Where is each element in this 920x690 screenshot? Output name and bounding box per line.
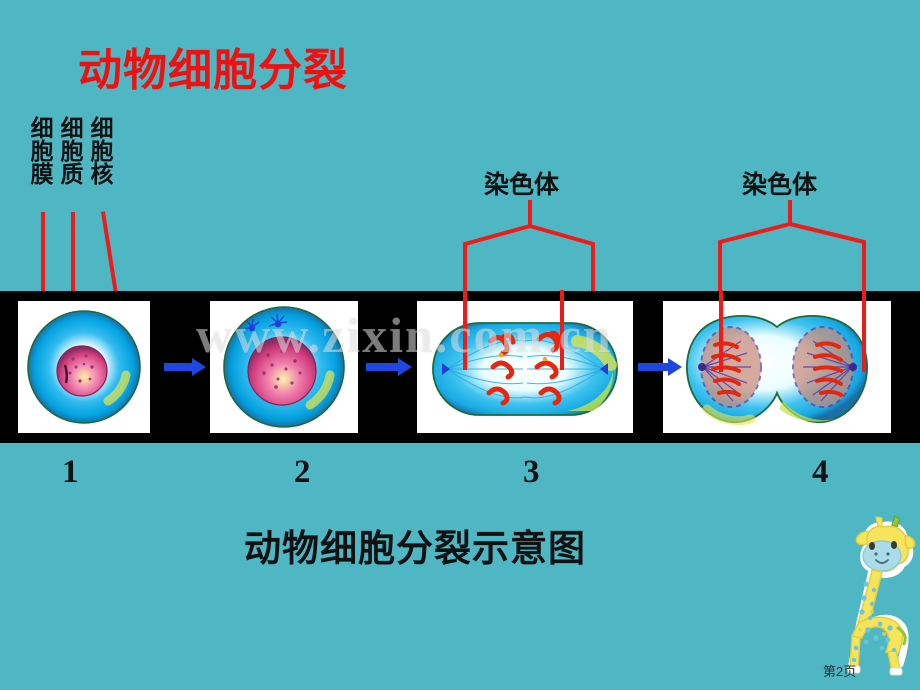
- label-chromosome-stage3: 染色体: [484, 172, 560, 199]
- pointer-line-stage3-left: [463, 290, 467, 370]
- leader-line-cytoplasm: [71, 212, 75, 342]
- stage-number-1: 1: [62, 454, 79, 490]
- pointer-line-stage4-left: [719, 290, 723, 372]
- stage-panel-1: [18, 301, 150, 433]
- stage-number-4: 4: [812, 454, 829, 490]
- stage-panel-4: [663, 301, 891, 433]
- stage-number-3: 3: [523, 454, 540, 490]
- label-cytoplasm: 细胞质: [57, 116, 82, 185]
- label-nucleus: 细胞核: [87, 116, 112, 185]
- stage-panel-3: [417, 301, 633, 433]
- transition-arrow-2-to-3: [366, 358, 412, 376]
- stage-panel-2: [210, 301, 358, 433]
- page-number-indicator: 第2页: [823, 664, 857, 679]
- transition-arrow-1-to-2: [164, 358, 206, 376]
- leader-line-membrane: [41, 212, 45, 340]
- pointer-line-stage4-right: [862, 290, 866, 372]
- label-cell-membrane: 细胞膜: [27, 116, 52, 185]
- pointer-line-stage3-right: [560, 290, 564, 370]
- figure-caption: 动物细胞分裂示意图: [244, 529, 586, 570]
- label-chromosome-stage4: 染色体: [742, 172, 818, 199]
- stage-number-2: 2: [294, 454, 311, 490]
- page-title: 动物细胞分裂: [78, 46, 348, 95]
- giraffe-mascot-icon: [838, 512, 916, 684]
- transition-arrow-3-to-4: [638, 358, 682, 376]
